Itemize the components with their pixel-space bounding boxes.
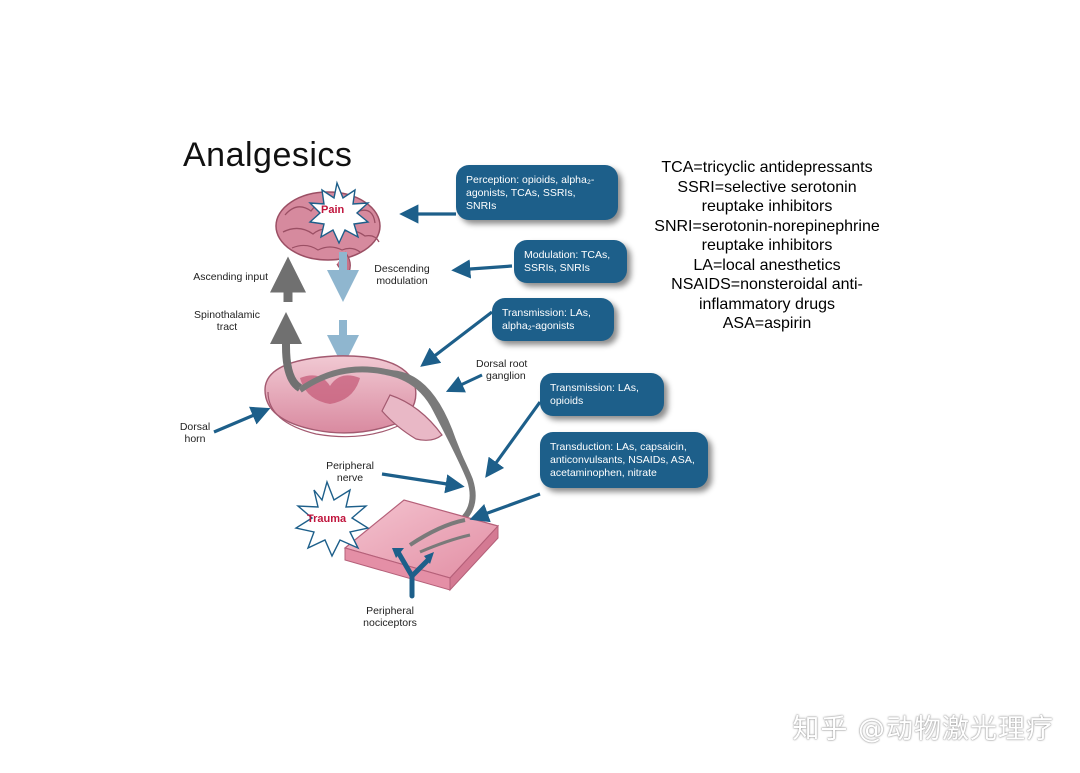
ganglion-loop (385, 369, 472, 481)
transmission-peripheral-box: Transmission: LAs, opioids (540, 373, 664, 416)
nociceptors-line-2: nociceptors (363, 617, 417, 629)
peripheral-nerve-line-1: Peripheral (326, 460, 374, 472)
descending-line-1: Descending (374, 263, 430, 275)
spinothalamic-line-2: tract (216, 321, 238, 333)
dorsal-horn-line-1: Dorsal (179, 421, 211, 433)
nociceptor-y-arrow (395, 549, 431, 599)
glossary-line: reuptake inhibitors (701, 237, 833, 254)
peripheral-nerve-line-2: nerve (336, 472, 364, 484)
modulation-arrow (451, 259, 513, 279)
glossary-line: reuptake inhibitors (701, 198, 833, 215)
spinal-cord-illustration (264, 355, 443, 441)
transduction-box: Transduction: LAs, capsaicin, anticonvul… (540, 432, 708, 488)
nociceptors-line-1: Peripheral (366, 605, 414, 617)
skin-tissue-illustration (343, 499, 500, 592)
perception-box: Perception: opioids, alpha₂-agonists, TC… (456, 165, 618, 220)
dorsal-horn-arrow (213, 406, 271, 434)
transduction-arrow (469, 492, 541, 523)
trauma-label: Trauma (307, 513, 347, 525)
transmission-peripheral-arrow (485, 401, 542, 478)
ascending-input-label: Ascending input (193, 271, 268, 283)
glossary-line: TCA=tricyclic antidepressants (661, 159, 873, 176)
glossary-line: ASA=aspirin (722, 315, 812, 332)
trauma-burst (294, 479, 370, 558)
pain-label: Pain (321, 204, 345, 216)
dorsal-root-ganglion-label: Dorsal root ganglion (476, 358, 556, 382)
peripheral-nerve-arrow (381, 472, 465, 494)
peripheral-nociceptors-label: Peripheral nociceptors (352, 605, 428, 629)
glossary-line: inflammatory drugs (698, 295, 836, 313)
descending-line-2: modulation (376, 275, 428, 287)
glossary-line: NSAIDS=nonsteroidal anti- (671, 276, 863, 293)
ganglion-line-2: ganglion (486, 370, 526, 382)
glossary-line: LA=local anesthetics (693, 256, 841, 274)
descending-modulation-label: Descending modulation (360, 263, 444, 287)
spinothalamic-line-1: Spinothalamic (194, 309, 260, 321)
glossary-line: SSRI=selective serotonin (677, 178, 857, 196)
ganglion-line-1: Dorsal root (476, 358, 528, 370)
modulation-box: Modulation: TCAs, SSRIs, SNRIs (514, 240, 627, 283)
transmission-central-box: Transmission: LAs, alpha₂-agonists (492, 298, 614, 341)
watermark: 知乎 @动物激光理疗 (792, 714, 1054, 745)
spinothalamic-tract-arrow (270, 312, 303, 392)
abbreviation-glossary: TCA=tricyclic antidepressants SSRI=selec… (612, 158, 922, 334)
spinothalamic-tract-label: Spinothalamic tract (182, 309, 272, 333)
transmission-central-arrow (420, 310, 493, 367)
dorsal-horn-label: Dorsal horn (172, 421, 218, 445)
peripheral-nerve-label: Peripheral nerve (318, 460, 382, 484)
page-title: Analgesics (183, 136, 353, 174)
dorsal-horn-line-2: horn (184, 433, 206, 445)
ganglion-arrow (445, 373, 483, 393)
glossary-line: SNRI=serotonin-norepinephrine (654, 217, 880, 235)
pain-burst (308, 180, 370, 245)
